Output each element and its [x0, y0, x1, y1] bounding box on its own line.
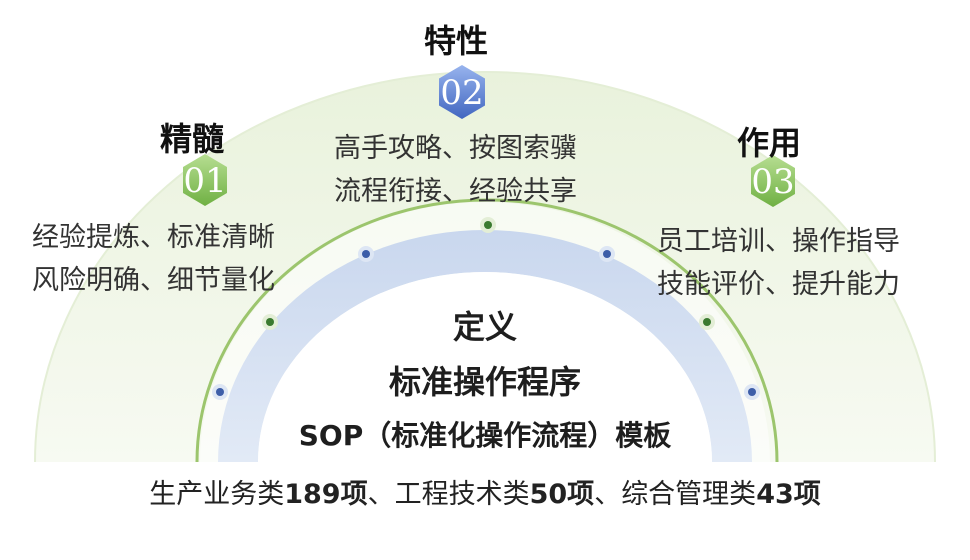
essence-line-2: 风险明确、细节量化	[32, 265, 275, 296]
dot-blue-4	[744, 384, 760, 400]
green-arc-line	[195, 198, 779, 463]
center-white	[258, 272, 712, 462]
dot-blue-1	[212, 384, 228, 400]
outer-dome-edge	[34, 71, 936, 463]
dot-blue-3	[599, 246, 615, 262]
essence-text: 经验提炼、标准清晰 风险明确、细节量化	[32, 216, 275, 302]
dot-green-2	[480, 217, 496, 233]
footer-stats: 生产业务类189项、工程技术类50项、综合管理类43项	[0, 472, 970, 511]
heading-essence: 精髓	[160, 120, 225, 158]
footer-count-engineering: 50项	[529, 479, 595, 510]
dot-green-1	[262, 314, 278, 330]
footer-sep-1: 、	[367, 479, 395, 510]
footer-label-production: 生产业务类	[149, 479, 285, 510]
hex-number-03: 03	[751, 162, 794, 202]
dot-green-3	[699, 314, 715, 330]
feature-line-1: 高手攻略、按图索骥	[334, 133, 577, 164]
footer-sep-2: 、	[594, 479, 622, 510]
function-line-2: 技能评价、提升能力	[657, 269, 900, 300]
definition-name: 标准操作程序	[388, 363, 581, 401]
heading-feature: 特性	[424, 22, 489, 60]
inner-blue-arch	[218, 230, 752, 462]
footer-label-management: 综合管理类	[621, 479, 757, 510]
hex-badge-02: 02	[439, 65, 485, 119]
dot-blue-2	[358, 246, 374, 262]
hex-number-01: 01	[183, 161, 226, 201]
essence-line-1: 经验提炼、标准清晰	[32, 222, 275, 253]
hex-badge-01: 01	[183, 154, 227, 206]
feature-text: 高手攻略、按图索骥 流程衔接、经验共享	[334, 127, 577, 213]
footer-label-engineering: 工程技术类	[394, 479, 530, 510]
decor-dots	[212, 217, 760, 400]
function-text: 员工培训、操作指导 技能评价、提升能力	[657, 220, 900, 306]
hex-badge-03: 03	[751, 155, 795, 207]
footer-count-management: 43项	[756, 479, 821, 510]
definition-title: 定义	[452, 308, 517, 346]
heading-function: 作用	[737, 124, 802, 162]
definition-subtitle: SOP（标准化操作流程）模板	[298, 419, 672, 452]
function-line-1: 员工培训、操作指导	[657, 226, 900, 257]
footer-count-production: 189项	[284, 479, 368, 510]
feature-line-2: 流程衔接、经验共享	[334, 176, 577, 207]
hex-number-02: 02	[440, 73, 483, 113]
